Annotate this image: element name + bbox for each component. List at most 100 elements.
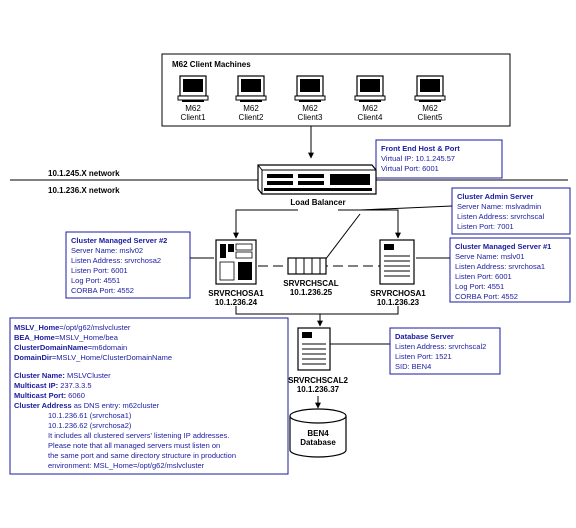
client-5: M62 Client5 <box>414 75 446 122</box>
monitor-icon <box>177 75 209 103</box>
hub-middle <box>287 257 327 275</box>
managed1-line: Serve Name: mslv01 <box>455 252 525 261</box>
cluster-admin-line: Listen Port: 7001 <box>457 222 514 231</box>
config-env-val: =MSLV_Home/ClusterDomainName <box>52 353 172 362</box>
monitor-icon <box>414 75 446 103</box>
multicast-ip-key: Multicast IP: <box>14 381 58 390</box>
managed1-line: Listen Port: 6001 <box>455 272 512 281</box>
client-name: Client1 <box>181 113 206 122</box>
client-2: M62 Client2 <box>235 75 267 122</box>
cluster-name-line: Cluster Name: MSLVCluster <box>14 371 111 380</box>
managed2-line: Log Port: 4551 <box>71 276 120 285</box>
cluster-admin-line: Server Name: mslvadmin <box>457 202 541 211</box>
config-env-key: MSLV_Home <box>14 323 59 332</box>
monitor-icon <box>235 75 267 103</box>
config-note: 10.1.236.62 (srvrchosa2) <box>48 421 132 430</box>
config-env-val: =/opt/g62/mslvcluster <box>59 323 131 332</box>
monitor-icon <box>294 75 326 103</box>
front-end-box: Front End Host & Port Virtual IP: 10.1.2… <box>375 139 503 179</box>
db-server-ip: 10.1.236.37 <box>297 385 340 394</box>
cluster-address-key: Cluster Address <box>14 401 72 410</box>
config-env-line: ClusterDomainName=m6domain <box>14 343 127 352</box>
multicast-port-val: 6060 <box>66 391 85 400</box>
db-server-line: Listen Port: 1521 <box>395 352 452 361</box>
database-label-1: BEN4 <box>307 429 329 438</box>
managed2-title: Cluster Managed Server #2 <box>71 236 167 245</box>
client-3: M62 Client3 <box>294 75 326 122</box>
managed2-line: CORBA Port: 4552 <box>71 286 134 295</box>
client-model: M62 <box>243 104 259 113</box>
monitor-icon <box>354 75 386 103</box>
multicast-ip-val: 237.3.3.5 <box>58 381 91 390</box>
multicast-port-line: Multicast Port: 6060 <box>14 391 85 400</box>
config-note: It includes all clustered servers' liste… <box>48 431 229 440</box>
config-env-key: BEA_Home <box>14 333 55 342</box>
client-machines-group: M62 Client Machines M62 Client1 M62 Clie… <box>161 53 511 127</box>
managed-server-1-box: Cluster Managed Server #1 Serve Name: ms… <box>449 237 571 303</box>
client-model: M62 <box>422 104 438 113</box>
config-note: Please note that all managed servers mus… <box>48 441 220 450</box>
client-1: M62 Client1 <box>177 75 209 122</box>
front-end-line: Virtual Port: 6001 <box>381 164 439 173</box>
database-label-2: Database <box>300 438 336 447</box>
config-env-key: ClusterDomainName <box>14 343 88 352</box>
server-left-ip: 10.1.236.24 <box>215 298 258 307</box>
client-name: Client3 <box>298 113 323 122</box>
config-note: the same port and same directory structu… <box>48 451 236 460</box>
client-name: Client5 <box>418 113 443 122</box>
db-server-name: SRVRCHSCAL2 <box>288 376 348 385</box>
multicast-ip-line: Multicast IP: 237.3.3.5 <box>14 381 92 390</box>
config-env-val: =MSLV_Home/bea <box>55 333 119 342</box>
config-env-val: =m6domain <box>88 343 127 352</box>
client-group-title: M62 Client Machines <box>172 60 251 69</box>
managed-server-2-box: Cluster Managed Server #2 Server Name: m… <box>65 231 191 299</box>
front-end-title: Front End Host & Port <box>381 144 460 153</box>
front-end-border <box>375 139 503 179</box>
config-note: 10.1.236.61 (srvrchosa1) <box>48 411 132 420</box>
cluster-admin-box: Cluster Admin Server Server Name: mslvad… <box>451 187 571 235</box>
server-right-ip: 10.1.236.23 <box>377 298 420 307</box>
config-env-key: DomainDir <box>14 353 52 362</box>
config-note: environment: MSL_Home=/opt/g62/mslvclust… <box>48 461 205 470</box>
load-balancer <box>257 164 377 195</box>
config-env-line: DomainDir=MSLV_Home/ClusterDomainName <box>14 353 172 362</box>
db-connections <box>235 306 399 327</box>
cluster-address-line: Cluster Address as DNS entry: m62cluster <box>14 401 160 410</box>
config-env-line: BEA_Home=MSLV_Home/bea <box>14 333 119 342</box>
managed2-line: Listen Port: 6001 <box>71 266 128 275</box>
client-group-border <box>161 53 511 127</box>
multicast-port-key: Multicast Port: <box>14 391 66 400</box>
db-server-line: Listen Address: srvrchscal2 <box>395 342 486 351</box>
network-lower-label: 10.1.236.X network <box>48 186 120 195</box>
client-model: M62 <box>302 104 318 113</box>
managed1-line: Log Port: 4551 <box>455 282 504 291</box>
db-server-line: SID: BEN4 <box>395 362 431 371</box>
cluster-admin-title: Cluster Admin Server <box>457 192 533 201</box>
client-name: Client2 <box>239 113 264 122</box>
client-model: M62 <box>185 104 201 113</box>
database-server-box: Database Server Listen Address: srvrchsc… <box>389 327 501 375</box>
cluster-name-val: MSLVCluster <box>65 371 111 380</box>
server-right-name: SRVRCHOSA1 <box>370 289 426 298</box>
managed1-line: CORBA Port: 4552 <box>455 292 518 301</box>
front-end-line: Virtual IP: 10.1.245.57 <box>381 154 455 163</box>
db-server-title: Database Server <box>395 332 454 341</box>
db-server <box>297 327 331 371</box>
server-left <box>215 239 257 285</box>
cluster-admin-line: Listen Address: srvrchscal <box>457 212 544 221</box>
cluster-address-val: as DNS entry: m62cluster <box>72 401 160 410</box>
managed1-title: Cluster Managed Server #1 <box>455 242 551 251</box>
server-right <box>379 239 415 285</box>
network-upper-label: 10.1.245.X network <box>48 169 120 178</box>
cluster-name-key: Cluster Name: <box>14 371 65 380</box>
client-model: M62 <box>362 104 378 113</box>
hub-middle-name: SRVRCHSCAL <box>283 279 339 288</box>
managed2-line: Server Name: mslv02 <box>71 246 143 255</box>
load-balancer-label: Load Balancer <box>290 198 345 207</box>
client-4: M62 Client4 <box>354 75 386 122</box>
database-cylinder <box>289 408 347 458</box>
managed1-line: Listen Address: srvrchosa1 <box>455 262 545 271</box>
client-name: Client4 <box>358 113 383 122</box>
config-env-line: MSLV_Home=/opt/g62/mslvcluster <box>14 323 131 332</box>
